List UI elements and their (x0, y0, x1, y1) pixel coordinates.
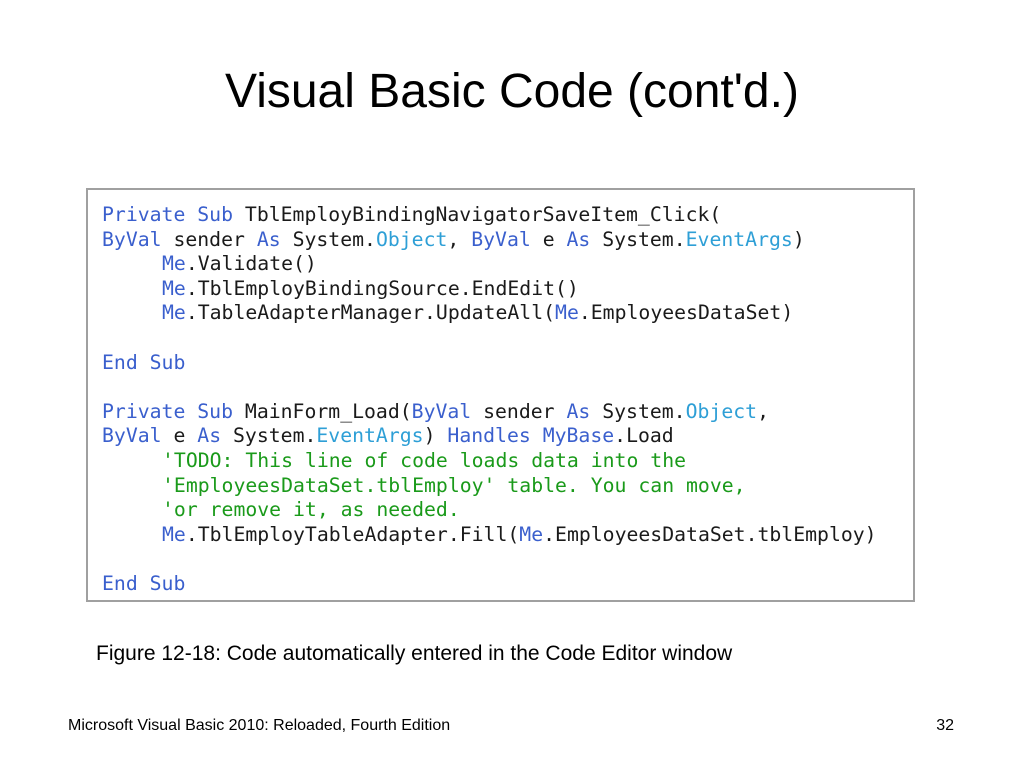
code-token-type: Object (685, 399, 758, 423)
code-token-comment: 'or remove it, as needed. (162, 498, 460, 522)
code-token-keyword: Me (162, 252, 186, 276)
code-token-keyword: Me (162, 301, 186, 325)
code-token-keyword: As (566, 399, 591, 423)
slide-title: Visual Basic Code (cont'd.) (225, 65, 799, 118)
page-number: 32 (936, 717, 954, 734)
code-token-text: , (757, 399, 769, 423)
code-token-text: System. (221, 424, 317, 448)
code-token-type: EventArgs (316, 424, 424, 448)
code-line: End Sub (102, 572, 913, 597)
code-token-text: MainForm_Load( (233, 399, 412, 423)
code-token-text: System. (590, 399, 686, 423)
code-token-keyword: Me (162, 522, 186, 546)
code-line: 'or remove it, as needed. (102, 498, 913, 523)
code-token-text: ) (792, 227, 805, 251)
code-token-text (531, 424, 543, 447)
code-token-keyword: ByVal (411, 399, 472, 423)
code-line: 'TODO: This line of code loads data into… (102, 449, 913, 474)
code-token-text: .Validate() (185, 252, 317, 276)
code-line (102, 375, 913, 400)
code-token-comment: 'TODO: This line of code loads data into… (162, 448, 687, 472)
code-token-keyword: Private Sub (102, 203, 234, 226)
code-token-keyword: End Sub (102, 571, 186, 595)
code-line (102, 547, 913, 572)
figure-caption: Figure 12-18: Code automatically entered… (96, 642, 733, 665)
code-line (102, 326, 913, 351)
code-token-text: .Load (614, 424, 674, 448)
code-token-text: e (161, 424, 198, 448)
code-token-text: TblEmployBindingNavigatorSaveItem_Click( (233, 203, 722, 226)
code-token-text: .TblEmployBindingSource.EndEdit() (185, 276, 579, 300)
code-token-text: ) (423, 424, 448, 448)
code-token-text: .TblEmployTableAdapter.Fill( (185, 522, 520, 546)
code-line: End Sub (102, 351, 913, 376)
code-token-keyword: Private Sub (102, 399, 234, 423)
code-token-keyword: Me (519, 522, 544, 546)
code-token-type: Object (375, 227, 448, 251)
code-token-text: sender (471, 399, 567, 423)
code-token-text: , (447, 227, 472, 251)
code-token-keyword: Me (555, 301, 579, 325)
code-line: ByVal e As System.EventArgs) Handles MyB… (102, 424, 913, 449)
code-line: Me.TblEmployBindingSource.EndEdit() (102, 277, 913, 302)
code-token-text: e (530, 227, 567, 251)
footer-book-title: Microsoft Visual Basic 2010: Reloaded, F… (68, 717, 451, 734)
code-token-keyword: As (197, 424, 222, 448)
code-token-text: .EmployeesDataSet.tblEmploy) (543, 522, 877, 546)
code-token-keyword: Handles (447, 424, 531, 448)
code-token-keyword: ByVal (471, 227, 531, 251)
code-token-text: System. (280, 227, 376, 251)
code-token-type: EventArgs (685, 227, 793, 251)
code-token-keyword: ByVal (102, 227, 162, 251)
code-token-text: sender (161, 227, 257, 251)
code-token-text: System. (590, 227, 686, 251)
code-token-keyword: Me (162, 276, 186, 300)
code-line: Private Sub TblEmployBindingNavigatorSav… (102, 203, 913, 228)
code-token-keyword: ByVal (102, 424, 162, 448)
code-line: Me.Validate() (102, 252, 913, 277)
code-line: Me.TableAdapterManager.UpdateAll(Me.Empl… (102, 301, 913, 326)
code-token-comment: 'EmployeesDataSet.tblEmploy' table. You … (162, 473, 746, 497)
code-token-text: .TableAdapterManager.UpdateAll( (185, 301, 556, 325)
code-token-keyword: As (256, 227, 281, 251)
code-token-keyword: As (566, 227, 591, 251)
code-line: 'EmployeesDataSet.tblEmploy' table. You … (102, 474, 913, 499)
code-token-keyword: MyBase (542, 424, 615, 448)
code-line: Me.TblEmployTableAdapter.Fill(Me.Employe… (102, 523, 913, 548)
code-token-keyword: End Sub (102, 350, 186, 374)
code-line: Private Sub MainForm_Load(ByVal sender A… (102, 400, 913, 425)
code-editor-figure: Private Sub TblEmployBindingNavigatorSav… (86, 188, 915, 602)
code-token-text: .EmployeesDataSet) (578, 301, 794, 325)
code-line: ByVal sender As System.Object, ByVal e A… (102, 228, 913, 253)
